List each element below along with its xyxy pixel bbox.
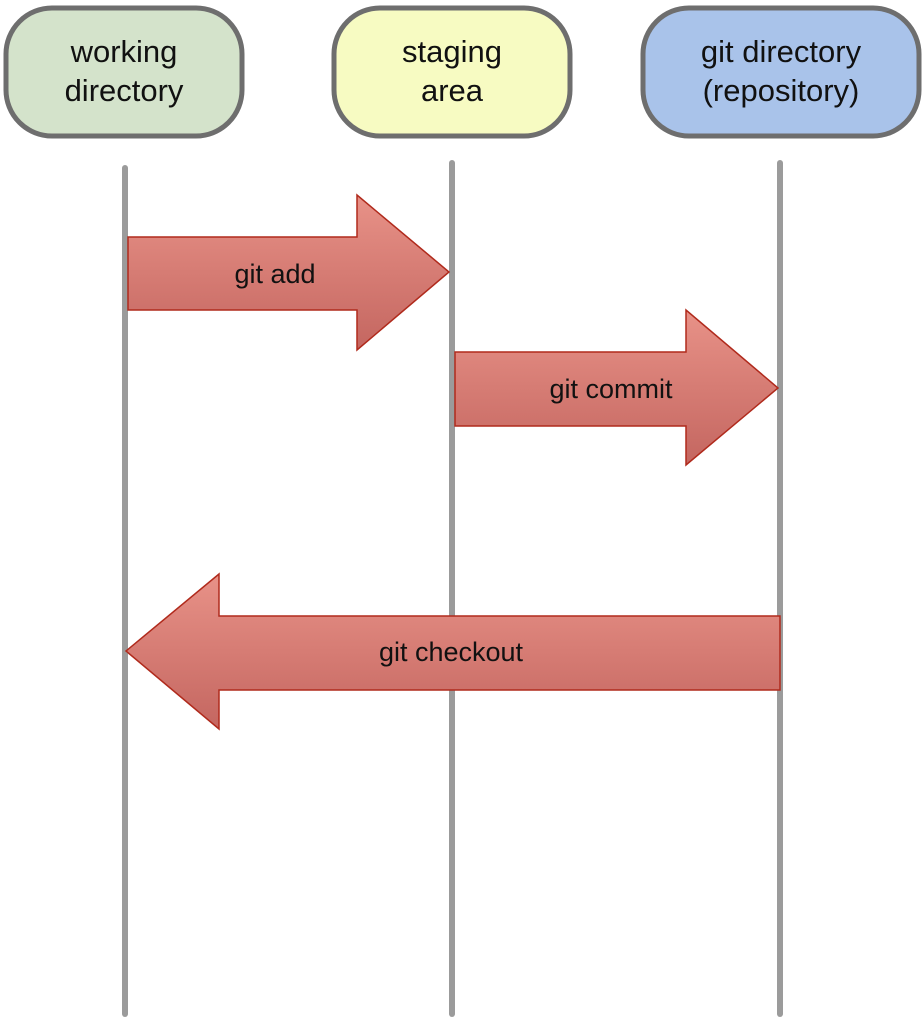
staging-area-box [331, 5, 573, 139]
git-checkout-arrow-shape [124, 572, 781, 731]
staging-area-node: staging area [331, 5, 573, 139]
repository-label-line2: (repository) [703, 73, 860, 108]
repository-node: git directory (repository) [640, 5, 922, 139]
repository-box [640, 5, 922, 139]
git-commit-label: git commit [549, 374, 673, 404]
git-commit-arrow: git commit [454, 308, 780, 467]
working-directory-label-line2: directory [65, 73, 184, 108]
repository-label-line1: git directory [701, 34, 862, 69]
git-checkout-arrow: git checkout [124, 572, 781, 731]
git-checkout-label: git checkout [379, 637, 524, 667]
git-commit-arrow-shape [454, 308, 780, 467]
git-add-arrow: git add [127, 193, 451, 352]
working-directory-box [3, 5, 245, 139]
staging-area-label-line2: area [421, 73, 484, 108]
working-directory-node: working directory [3, 5, 245, 139]
working-directory-label-line1: working [70, 34, 178, 69]
git-add-label: git add [234, 259, 315, 289]
git-add-arrow-shape [127, 193, 451, 352]
staging-area-label-line1: staging [402, 34, 502, 69]
